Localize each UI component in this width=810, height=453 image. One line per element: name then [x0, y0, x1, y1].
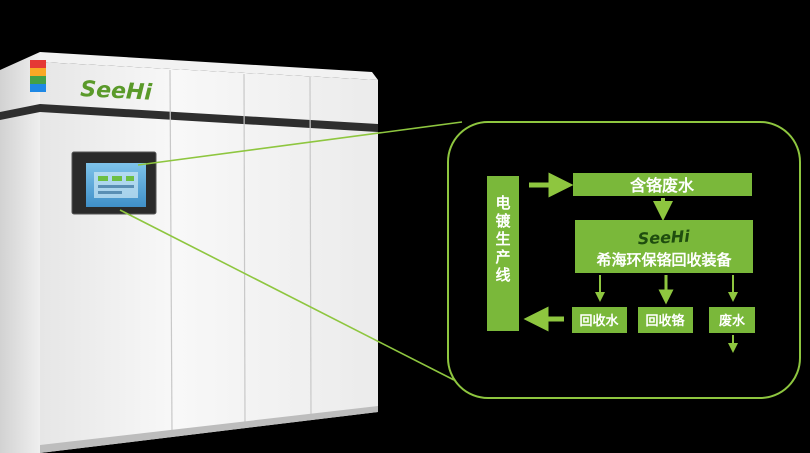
- production-line-char: 线: [495, 266, 510, 284]
- cabinet-trim: [0, 104, 378, 132]
- door-seam: [169, 69, 173, 435]
- waste-water-label: 废水: [719, 313, 746, 329]
- recovered-water-label: 回收水: [579, 313, 619, 329]
- wastewater-box: [573, 173, 752, 196]
- device-name-label: 希海环保铬回收装备: [596, 251, 732, 269]
- door-seam: [243, 73, 246, 425]
- cabinet-logo: SeeHi: [80, 77, 153, 106]
- production-line-label: 电镀生产线: [495, 194, 511, 284]
- callout-line-bottom: [119, 209, 455, 381]
- door-seam: [309, 76, 312, 419]
- waste-water-box: [709, 307, 755, 333]
- production-line-char: 镀: [495, 212, 511, 230]
- recovery-device-box: [575, 220, 753, 273]
- equipment-cabinet: SeeHi: [0, 52, 378, 453]
- production-line-char: 电: [495, 194, 510, 212]
- wastewater-label: 含铬废水: [630, 176, 695, 195]
- process-diagram: 电镀生产线 含铬废水 SeeHi 希海环保铬回收装备 回收水 回收铬 废水: [487, 172, 755, 353]
- production-line-char: 产: [495, 248, 510, 266]
- recovered-chromium-label: 回收铬: [645, 313, 685, 329]
- callout-line-top: [137, 121, 463, 166]
- production-line-box: [487, 176, 519, 331]
- production-line-char: 生: [495, 230, 510, 248]
- cabinet-top: [40, 52, 378, 80]
- signal-beacon-icon: [30, 60, 46, 92]
- device-logo: SeeHi: [637, 227, 691, 249]
- recovered-chromium-box: [638, 307, 693, 333]
- recovered-water-box: [572, 307, 627, 333]
- cabinet-side-panel: [0, 52, 40, 453]
- cabinet-base-shadow: [40, 406, 378, 453]
- hmi-touch-screen: [71, 151, 157, 215]
